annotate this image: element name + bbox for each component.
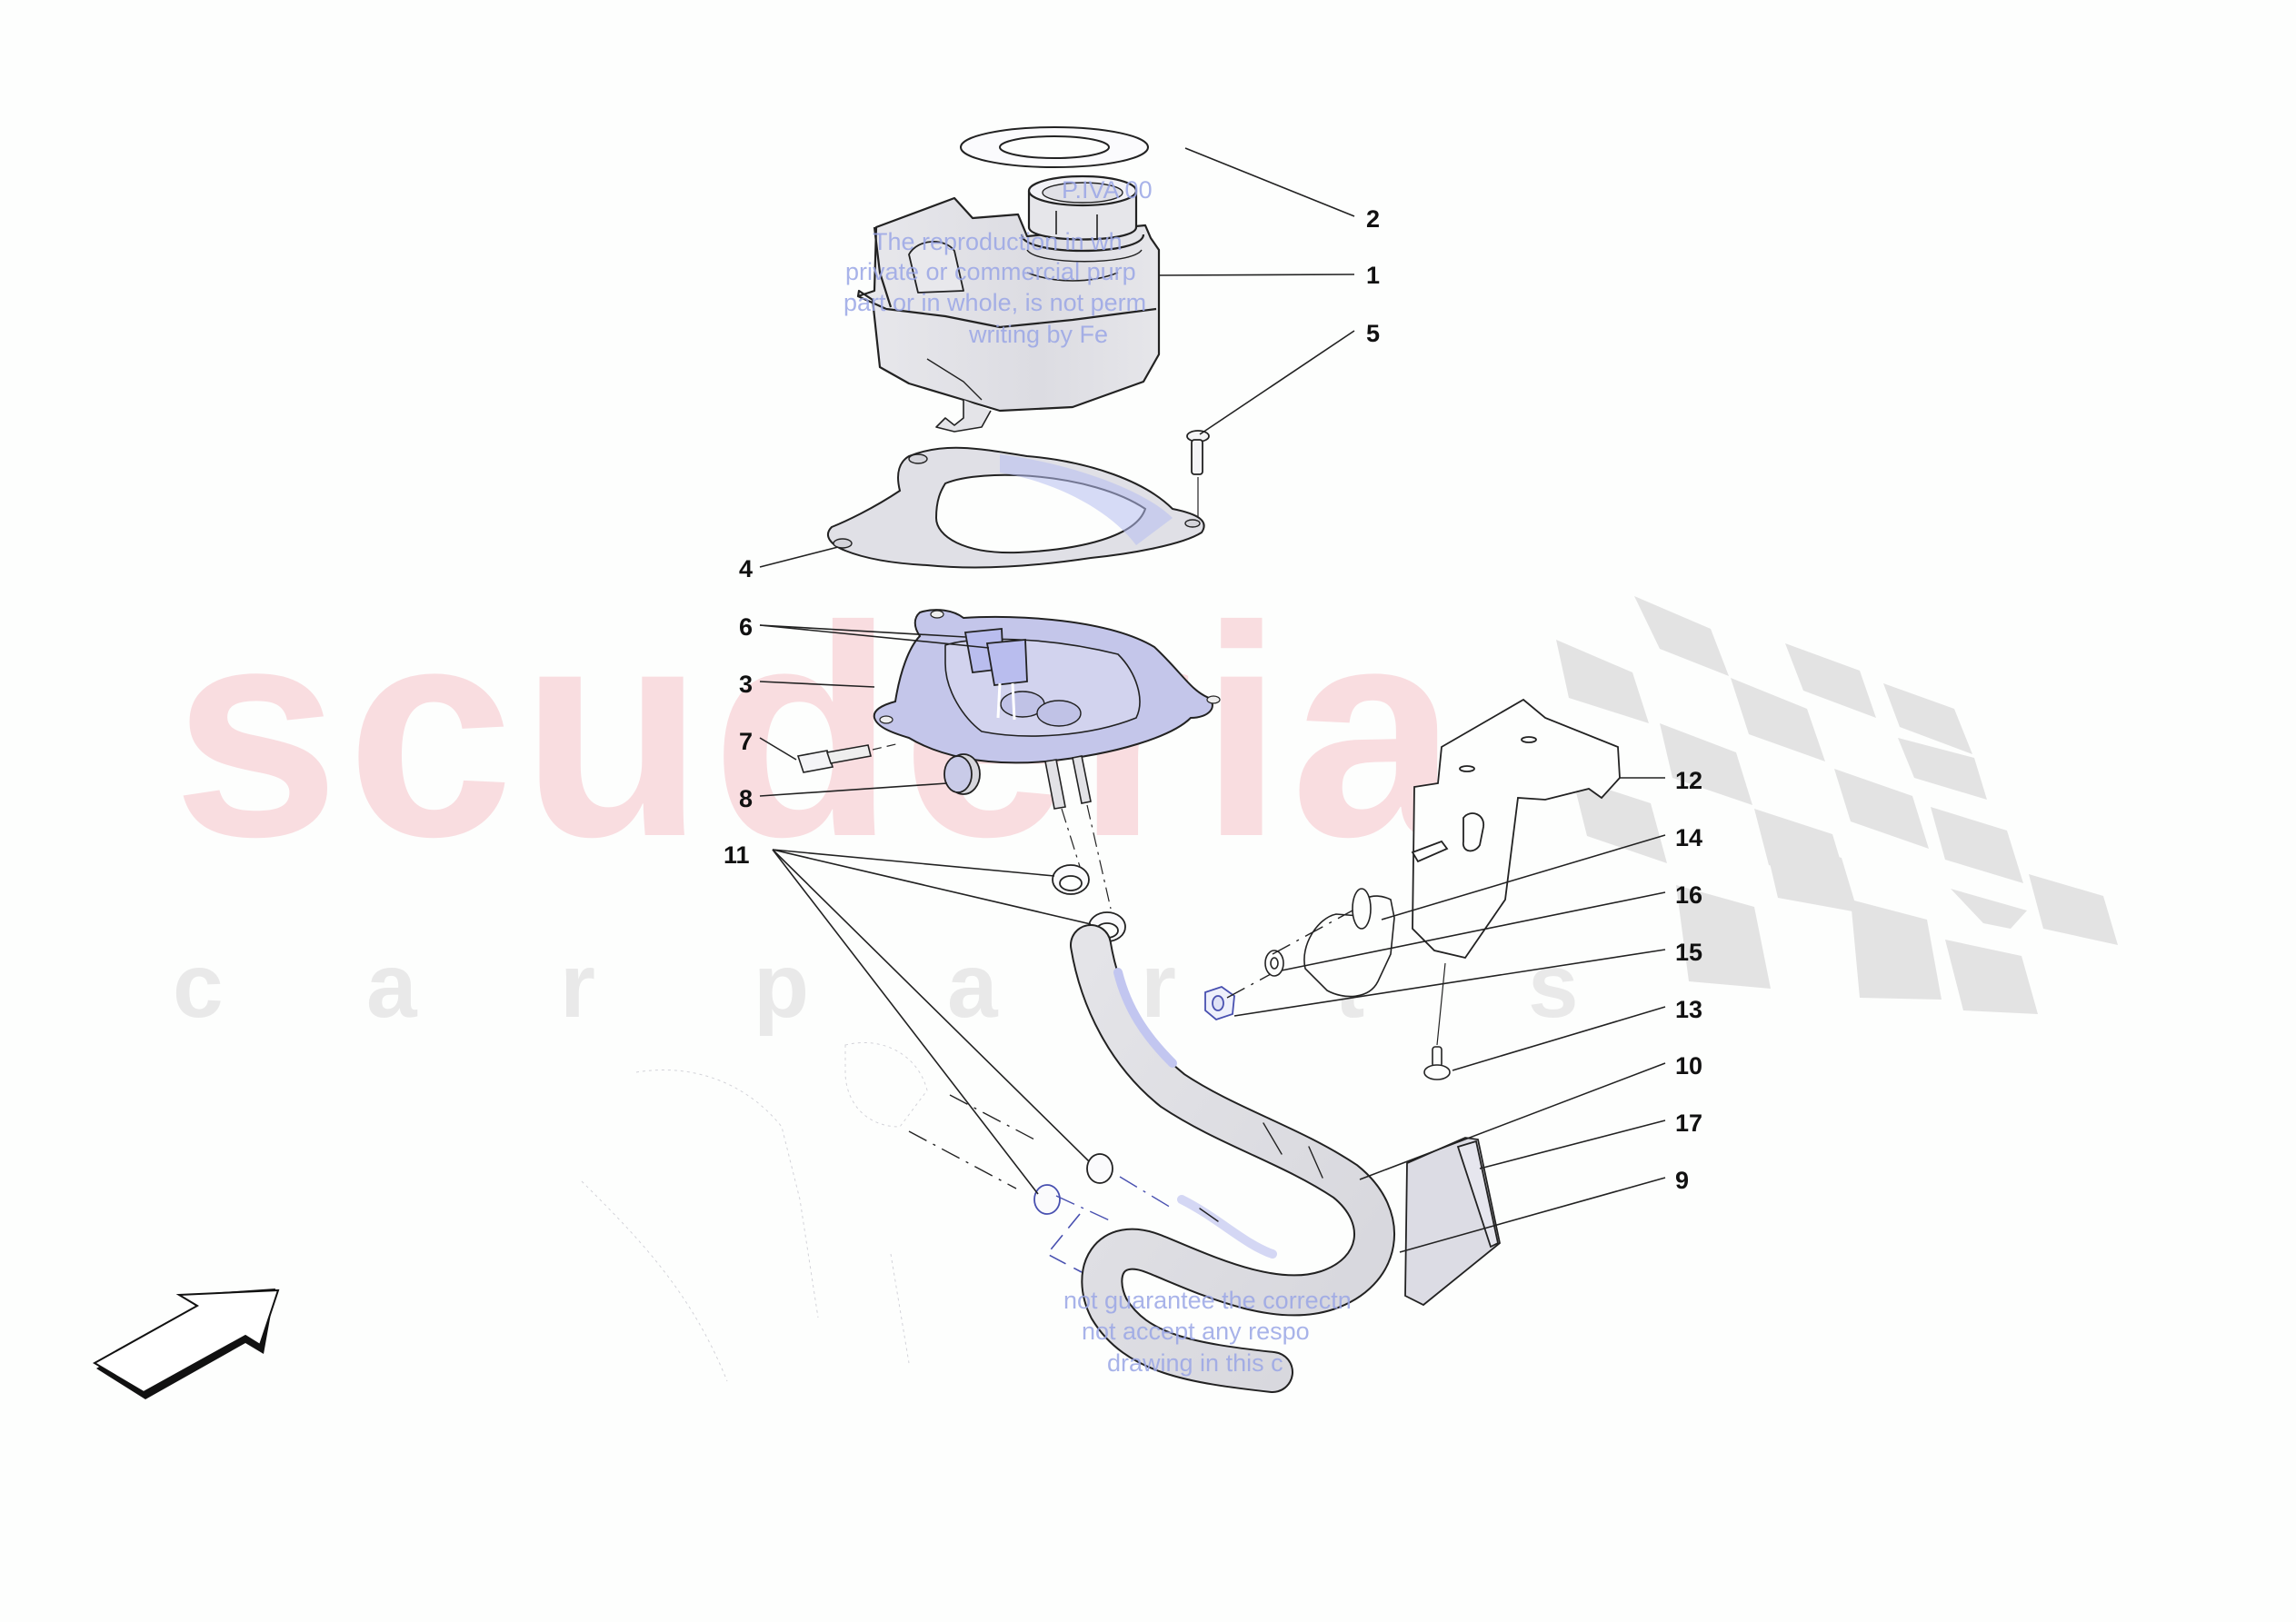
plugs-part [963, 628, 1028, 721]
assembly-axis-lines [908, 910, 1353, 1223]
callout-12[interactable]: 12 [1675, 767, 1703, 794]
gasket-ring-part [960, 126, 1149, 168]
reservoir-part [856, 174, 1161, 433]
callout-10[interactable]: 10 [1675, 1052, 1703, 1080]
watermark-letter: c [173, 935, 224, 1037]
direction-arrow [92, 1289, 280, 1399]
callout-3[interactable]: 3 [739, 671, 754, 698]
pin-part [796, 742, 901, 773]
hose-part [1070, 924, 1395, 1393]
watermark-letter: p [754, 935, 810, 1037]
callout-13[interactable]: 13 [1675, 996, 1703, 1023]
callout-1[interactable]: 1 [1366, 262, 1381, 289]
callout-9[interactable]: 9 [1675, 1167, 1690, 1194]
callout-15[interactable]: 15 [1675, 939, 1703, 966]
washer-part [1264, 950, 1284, 977]
hose-clamps-part [1033, 864, 1126, 1215]
legal-text-line: writing by Fe [969, 321, 1109, 348]
callout-14[interactable]: 14 [1675, 824, 1703, 851]
bracket-line [1045, 1213, 1083, 1273]
outlet-pipes [1044, 755, 1112, 910]
callout-7[interactable]: 7 [739, 728, 754, 755]
watermark-letter: a [366, 935, 417, 1037]
legal-text-line: not guarantee the correctn [1063, 1287, 1352, 1314]
mounting-base-part [873, 609, 1221, 764]
callout-4[interactable]: 4 [739, 555, 754, 582]
leader-lines [759, 147, 1666, 1253]
watermark-car-parts: carparts [173, 940, 1722, 1031]
callout-6[interactable]: 6 [739, 613, 754, 641]
callout-11[interactable]: 11 [724, 841, 750, 869]
mount-bracket-part [1303, 888, 1395, 998]
callout-2[interactable]: 2 [1366, 205, 1381, 233]
screw-part [1186, 430, 1210, 520]
callout-5[interactable]: 5 [1366, 320, 1381, 347]
legal-text-line: not accept any respo [1082, 1318, 1310, 1345]
legal-text-line: drawing in this c [1107, 1349, 1283, 1377]
spacer-plate-part [827, 446, 1205, 569]
legal-text-line: private or commercial purp [845, 258, 1136, 285]
callout-16[interactable]: 16 [1675, 881, 1703, 909]
bolt-part [1423, 962, 1451, 1080]
cap-part [943, 753, 981, 795]
legal-text-line: The reproduction in wh [873, 228, 1123, 255]
watermark-letter: r [560, 935, 595, 1037]
bracket-part [1411, 698, 1621, 960]
callout-8[interactable]: 8 [739, 785, 754, 812]
protective-sleeve-part [1404, 1137, 1501, 1307]
legal-text-line: part or in whole, is not perm [844, 289, 1147, 316]
watermark-letter: a [947, 935, 998, 1037]
legal-text-line: P.IVA 00 [1062, 176, 1153, 204]
ghost-outline [581, 1041, 928, 1382]
watermark-letter: s [1528, 935, 1579, 1037]
callout-17[interactable]: 17 [1675, 1110, 1703, 1137]
nut-part [1204, 986, 1235, 1021]
watermark-letter: r [1141, 935, 1176, 1037]
